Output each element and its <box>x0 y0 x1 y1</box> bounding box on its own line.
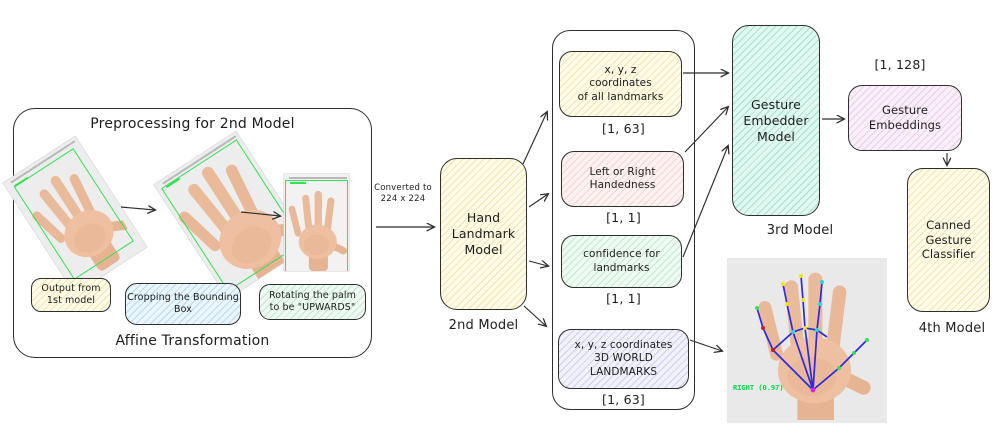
arrow-model-out3 <box>528 261 548 266</box>
outputs-group: x, y, z coordinates of all landmarks [1,… <box>552 30 695 410</box>
output-xyz-landmarks-shape: [1, 63] <box>602 121 645 136</box>
output-xyz-landmarks-node: x, y, z coordinates of all landmarks <box>559 51 682 117</box>
arrow-model-out2 <box>528 194 548 208</box>
skeleton-overlay <box>755 274 869 393</box>
hand-photo-3 <box>284 174 349 271</box>
bounding-box-overlay <box>285 180 348 271</box>
detection-score-tag <box>289 182 306 184</box>
step-label-output-1st-model: Output from 1st model <box>31 278 111 312</box>
bounding-box-overlay <box>161 139 304 292</box>
convert-note: Converted to 224 x 224 <box>374 183 432 205</box>
arrow-model-out4 <box>523 305 546 326</box>
output-confidence-node: confidence for landmarks <box>561 235 682 288</box>
canned-classifier-caption: 4th Model <box>918 321 986 336</box>
output-handedness-node: Left or Right Handedness <box>561 151 684 207</box>
canned-classifier-node: Canned Gesture Classifier <box>907 168 990 312</box>
arrow-model-out1 <box>522 112 547 165</box>
embeddings-shape-label: [1, 128] <box>874 57 926 72</box>
output-world-landmarks-shape: [1, 63] <box>602 392 645 407</box>
preprocessing-group: Preprocessing for 2nd Model <box>2 108 372 358</box>
output-confidence-shape: [1, 1] <box>606 291 641 306</box>
hand-landmark-model-node: Hand Landmark Model <box>440 158 527 310</box>
step-label-cropping-bbox: Cropping the Bounding Box <box>125 283 241 325</box>
hand-photo-1 <box>2 136 148 294</box>
gesture-embeddings-node: Gesture Embeddings <box>848 85 962 151</box>
landmark-photo: RIGHT (0.97) <box>727 258 887 423</box>
step-label-rotating-palm: Rotating the palm to be "UPWARDS" <box>259 284 366 320</box>
output-handedness-shape: [1, 1] <box>606 210 641 225</box>
gesture-embedder-caption: 3rd Model <box>766 223 834 238</box>
affine-transformation-caption: Affine Transformation <box>115 333 270 349</box>
output-world-landmarks-node: x, y, z coordinates 3D WORLD LANDMARKS <box>558 329 689 389</box>
hand-landmark-model-caption: 2nd Model <box>448 318 519 333</box>
gesture-embedder-node: Gesture Embedder Model <box>732 25 820 216</box>
landmark-annotation: RIGHT (0.97) <box>733 384 784 392</box>
photo-caption-strip <box>289 177 348 179</box>
preprocessing-title: Preprocessing for 2nd Model <box>90 116 295 132</box>
